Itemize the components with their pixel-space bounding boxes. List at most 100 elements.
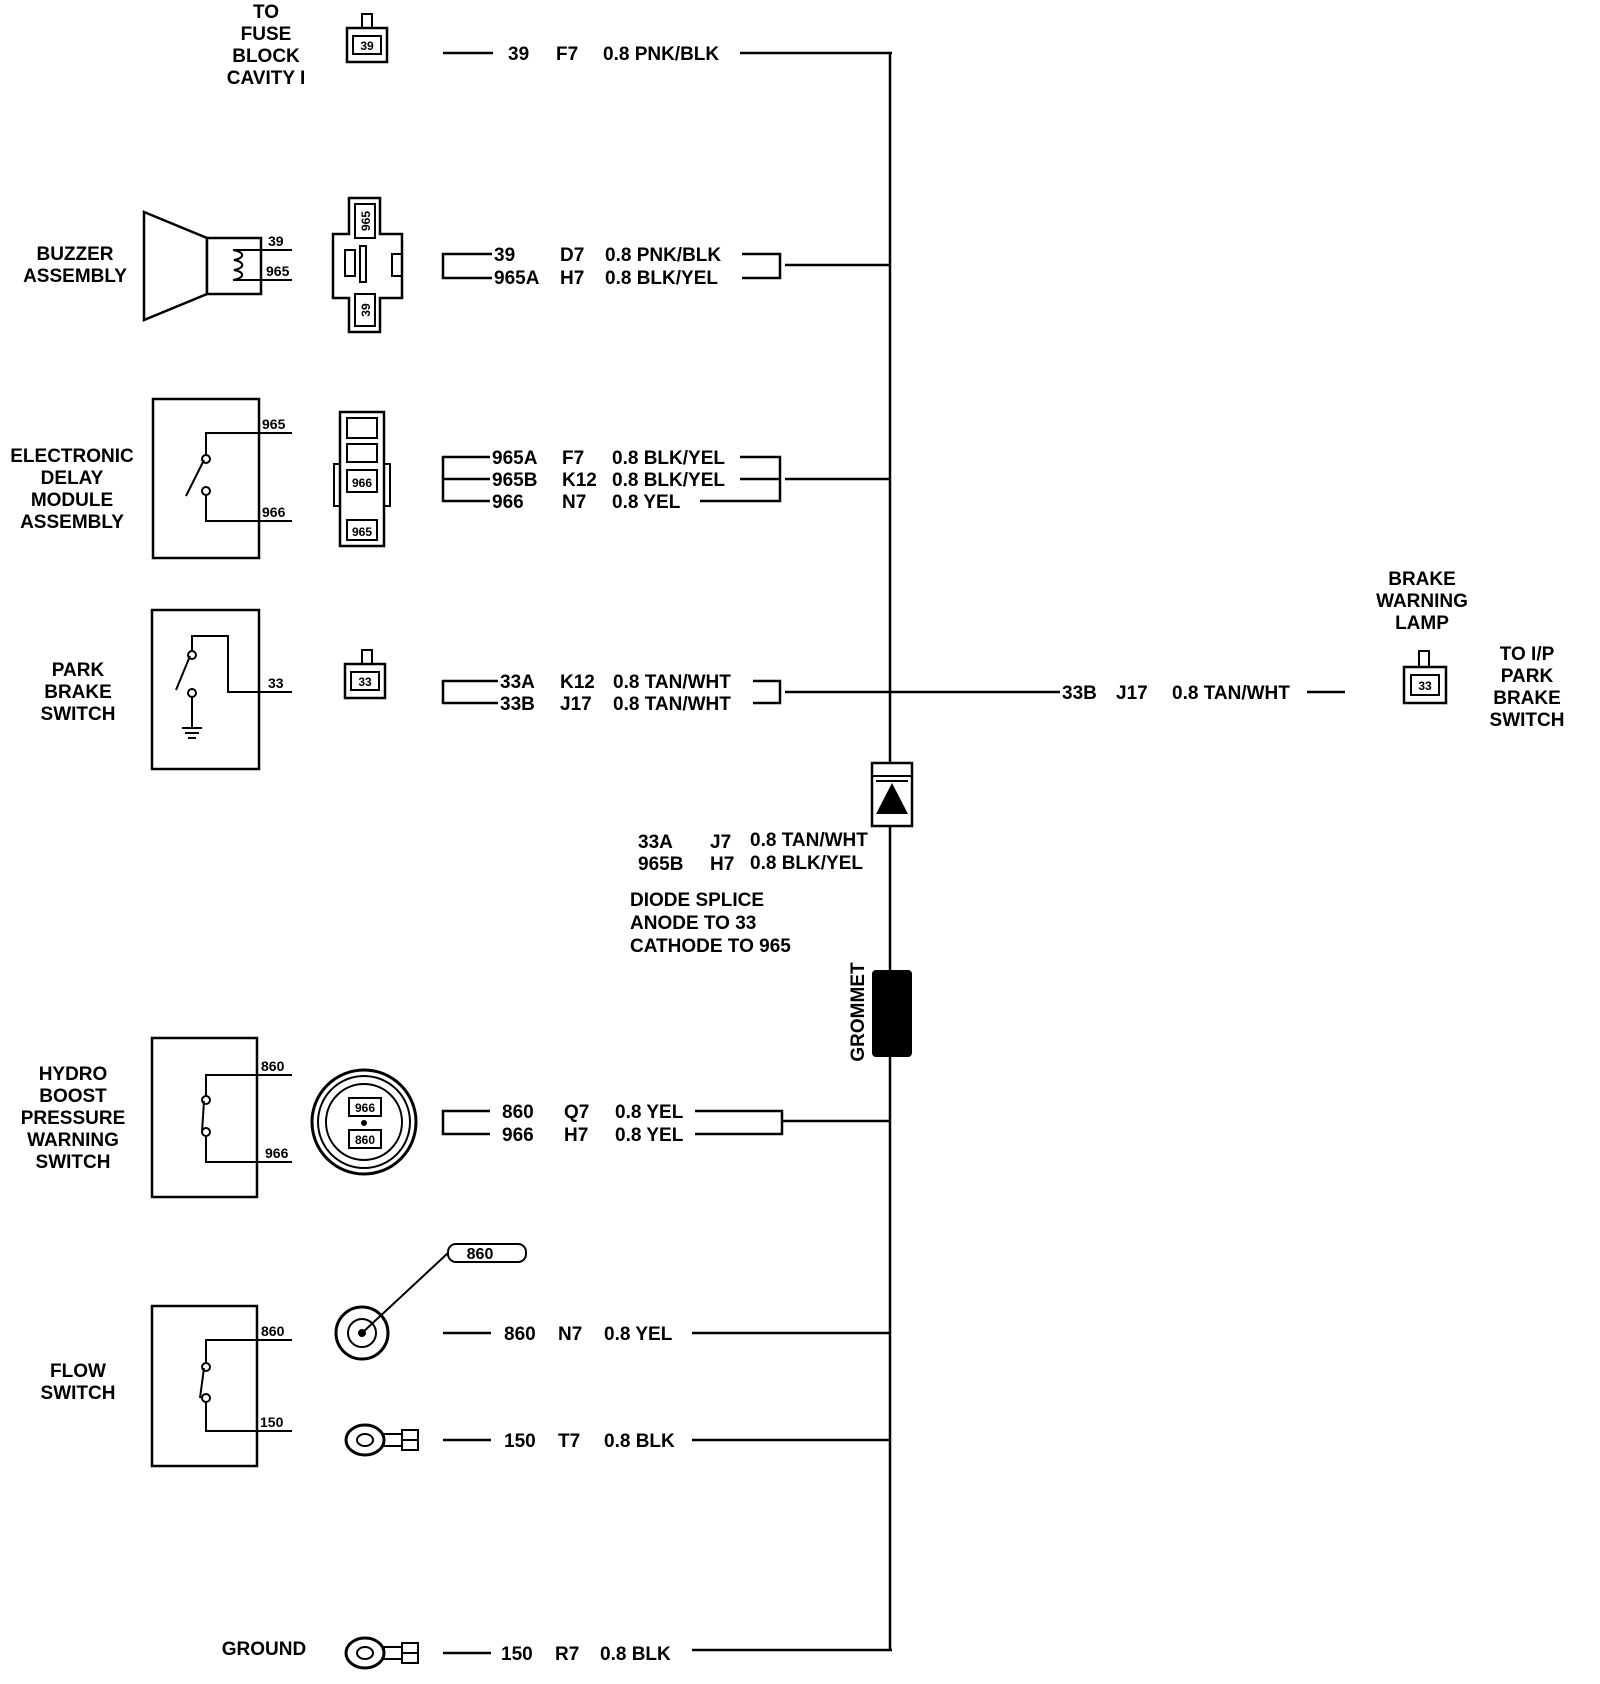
hydro-wire-labels: 860 Q7 0.8 YEL 966 H7 0.8 YEL: [441, 1102, 784, 1146]
svg-text:J7: J7: [710, 832, 731, 853]
svg-text:965B: 965B: [638, 854, 683, 875]
hydro-boost-icon: [150, 1036, 292, 1199]
svg-text:ASSEMBLY: ASSEMBLY: [20, 512, 124, 533]
delay-wire-labels: 965A F7 0.8 BLK/YEL 965B K12 0.8 BLK/YEL…: [441, 448, 782, 513]
svg-text:T7: T7: [558, 1431, 580, 1452]
svg-text:BRAKE: BRAKE: [44, 682, 112, 703]
svg-text:860: 860: [467, 1246, 494, 1263]
ground-ring-terminal-icon: [344, 1636, 419, 1670]
svg-text:ASSEMBLY: ASSEMBLY: [23, 266, 127, 287]
brake-warning-lamp-label: BRAKE WARNING LAMP: [1376, 569, 1468, 634]
svg-text:TO I/P: TO I/P: [1500, 644, 1555, 665]
fuse-block-label: TO FUSE BLOCK CAVITY I: [227, 2, 305, 89]
svg-text:965: 965: [359, 211, 373, 231]
svg-text:150: 150: [501, 1644, 533, 1665]
hydro-connector-icon: 966 860: [310, 1068, 418, 1176]
delay-connector-icon: 966 965: [333, 410, 391, 548]
svg-text:0.8 TAN/WHT: 0.8 TAN/WHT: [750, 830, 868, 851]
svg-text:BLOCK: BLOCK: [232, 46, 300, 67]
svg-text:33: 33: [358, 675, 372, 689]
delay-pin-966: 966: [262, 504, 286, 520]
svg-text:39: 39: [508, 44, 529, 65]
svg-text:0.8 TAN/WHT: 0.8 TAN/WHT: [1172, 683, 1290, 704]
delay-module-label: ELECTRONIC DELAY MODULE ASSEMBLY: [10, 446, 134, 533]
svg-text:K12: K12: [562, 470, 597, 491]
svg-text:0.8 TAN/WHT: 0.8 TAN/WHT: [613, 694, 731, 715]
fuse-wire-label: 39 F7 0.8 PNK/BLK: [443, 44, 719, 65]
park-connector-icon: 33: [343, 649, 387, 700]
diode-wire-labels: 33A J7 0.8 TAN/WHT 965B H7 0.8 BLK/YEL: [638, 830, 868, 875]
svg-text:0.8 YEL: 0.8 YEL: [604, 1324, 673, 1345]
svg-text:0.8 BLK: 0.8 BLK: [600, 1644, 671, 1665]
svg-text:FUSE: FUSE: [241, 24, 292, 45]
svg-text:BRAKE: BRAKE: [1388, 569, 1456, 590]
svg-text:SWITCH: SWITCH: [1490, 710, 1565, 731]
svg-text:N7: N7: [558, 1324, 582, 1345]
svg-text:LAMP: LAMP: [1395, 613, 1449, 634]
fuse-connector-icon: 39: [345, 13, 389, 64]
svg-text:0.8 PNK/BLK: 0.8 PNK/BLK: [605, 245, 721, 266]
svg-text:0.8 PNK/BLK: 0.8 PNK/BLK: [603, 44, 719, 65]
svg-text:BUZZER: BUZZER: [36, 244, 113, 265]
park-wire-labels: 33A K12 0.8 TAN/WHT 33B J17 0.8 TAN/WHT: [441, 672, 782, 715]
svg-text:K12: K12: [560, 672, 595, 693]
svg-text:33B: 33B: [500, 694, 535, 715]
svg-text:WARNING: WARNING: [27, 1130, 119, 1151]
svg-text:860: 860: [355, 1133, 375, 1147]
svg-text:H7: H7: [560, 268, 584, 289]
ground-wire-label: 150 R7 0.8 BLK: [443, 1644, 671, 1665]
buzzer-connector-icon: 965 39: [331, 196, 404, 334]
svg-text:PARK: PARK: [1501, 666, 1554, 687]
grommet-icon: [872, 970, 912, 1057]
svg-text:965B: 965B: [492, 470, 537, 491]
ip-park-brake-switch-label: TO I/P PARK BRAKE SWITCH: [1490, 644, 1565, 731]
svg-text:Q7: Q7: [564, 1102, 589, 1123]
svg-text:0.8 BLK/YEL: 0.8 BLK/YEL: [612, 448, 725, 469]
svg-text:0.8 YEL: 0.8 YEL: [612, 492, 681, 513]
svg-text:ELECTRONIC: ELECTRONIC: [10, 446, 134, 467]
flow-switch-icon: [150, 1304, 292, 1468]
svg-text:965A: 965A: [494, 268, 540, 289]
buzzer-wire-labels: 39 D7 0.8 PNK/BLK 965A H7 0.8 BLK/YEL: [441, 245, 782, 289]
svg-text:0.8 BLK/YEL: 0.8 BLK/YEL: [605, 268, 718, 289]
diode-splice-icon: [870, 761, 914, 828]
park-brake-switch-label: PARK BRAKE SWITCH: [41, 660, 116, 725]
svg-text:33A: 33A: [638, 832, 673, 853]
svg-text:965: 965: [352, 525, 372, 539]
svg-text:CATHODE TO 965: CATHODE TO 965: [630, 936, 791, 957]
delay-module-icon: [151, 397, 292, 560]
svg-text:F7: F7: [556, 44, 578, 65]
svg-text:DELAY: DELAY: [41, 468, 104, 489]
svg-text:WARNING: WARNING: [1376, 591, 1468, 612]
flow-pin-860: 860: [261, 1323, 285, 1339]
svg-text:860: 860: [504, 1324, 536, 1345]
svg-text:H7: H7: [564, 1125, 588, 1146]
main-harness-trunk: [692, 51, 1060, 1652]
svg-text:F7: F7: [562, 448, 584, 469]
svg-text:FLOW: FLOW: [50, 1361, 106, 1382]
svg-text:966: 966: [492, 492, 524, 513]
ground-label: GROUND: [222, 1639, 306, 1660]
svg-text:MODULE: MODULE: [31, 490, 113, 511]
flow-switch-label: FLOW SWITCH: [41, 1361, 116, 1404]
svg-text:BRAKE: BRAKE: [1493, 688, 1561, 709]
buzzer-icon: [142, 210, 292, 322]
svg-text:J17: J17: [560, 694, 592, 715]
lamp-wire-label: 33B J17 0.8 TAN/WHT: [1062, 683, 1345, 704]
svg-text:D7: D7: [560, 245, 584, 266]
svg-text:PARK: PARK: [52, 660, 105, 681]
svg-text:N7: N7: [562, 492, 586, 513]
buzzer-assembly-label: BUZZER ASSEMBLY: [23, 244, 127, 287]
hydro-boost-label: HYDRO BOOST PRESSURE WARNING SWITCH: [21, 1064, 126, 1173]
svg-text:CAVITY I: CAVITY I: [227, 68, 305, 89]
svg-text:J17: J17: [1116, 683, 1148, 704]
flow-pin-150: 150: [260, 1414, 284, 1430]
svg-text:0.8 BLK/YEL: 0.8 BLK/YEL: [612, 470, 725, 491]
svg-text:DIODE SPLICE: DIODE SPLICE: [630, 890, 764, 911]
svg-text:965A: 965A: [492, 448, 538, 469]
svg-text:PRESSURE: PRESSURE: [21, 1108, 126, 1129]
svg-text:966: 966: [502, 1125, 534, 1146]
svg-text:0.8 TAN/WHT: 0.8 TAN/WHT: [613, 672, 731, 693]
svg-text:SWITCH: SWITCH: [41, 704, 116, 725]
buzzer-pin-39: 39: [268, 233, 284, 249]
